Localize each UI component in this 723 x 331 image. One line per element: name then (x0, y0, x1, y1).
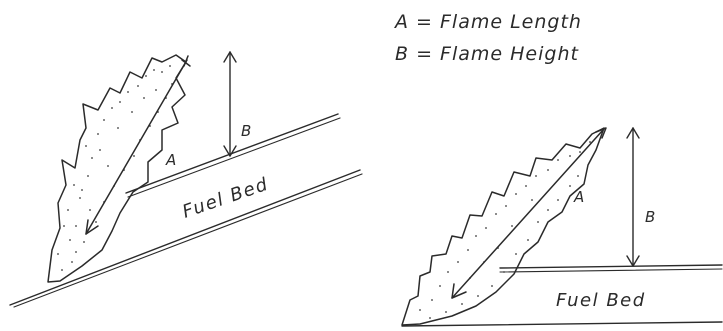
left-fuel-bed: Fuel Bed (9, 113, 363, 308)
left-fuel-bed-bottom-line-2 (13, 173, 363, 308)
legend-flame-length: A = Flame Length (393, 11, 582, 33)
right-fuel-bed-bottom-line (401, 321, 723, 327)
right-flame (401, 127, 605, 326)
left-label-b: B (241, 122, 251, 140)
legend: A = Flame Length B = Flame Height (393, 11, 582, 65)
right-label-a: A (573, 188, 584, 206)
right-fuel-bed-top-line-2 (499, 268, 723, 273)
right-fuel-bed-top-line (499, 264, 723, 269)
left-flame (47, 54, 187, 283)
left-label-a: A (165, 151, 176, 169)
right-figure: Fuel Bed A (401, 127, 723, 327)
left-arrow-a (85, 55, 191, 235)
left-fuel-bed-bottom-line (9, 169, 361, 306)
right-arrow-a (451, 127, 607, 299)
right-arrow-b (626, 127, 640, 267)
right-flame-stipple (419, 141, 591, 319)
right-label-b: B (645, 208, 655, 226)
legend-flame-height: B = Flame Height (395, 43, 579, 65)
right-fuel-bed-label: Fuel Bed (556, 290, 646, 311)
left-arrow-b (223, 51, 237, 157)
right-fuel-bed: Fuel Bed (401, 264, 723, 327)
left-figure: Fuel Bed A (9, 51, 363, 308)
left-fuel-bed-top-line-2 (127, 117, 341, 198)
left-flame-stipple (57, 65, 173, 271)
left-fuel-bed-label: Fuel Bed (180, 174, 272, 223)
